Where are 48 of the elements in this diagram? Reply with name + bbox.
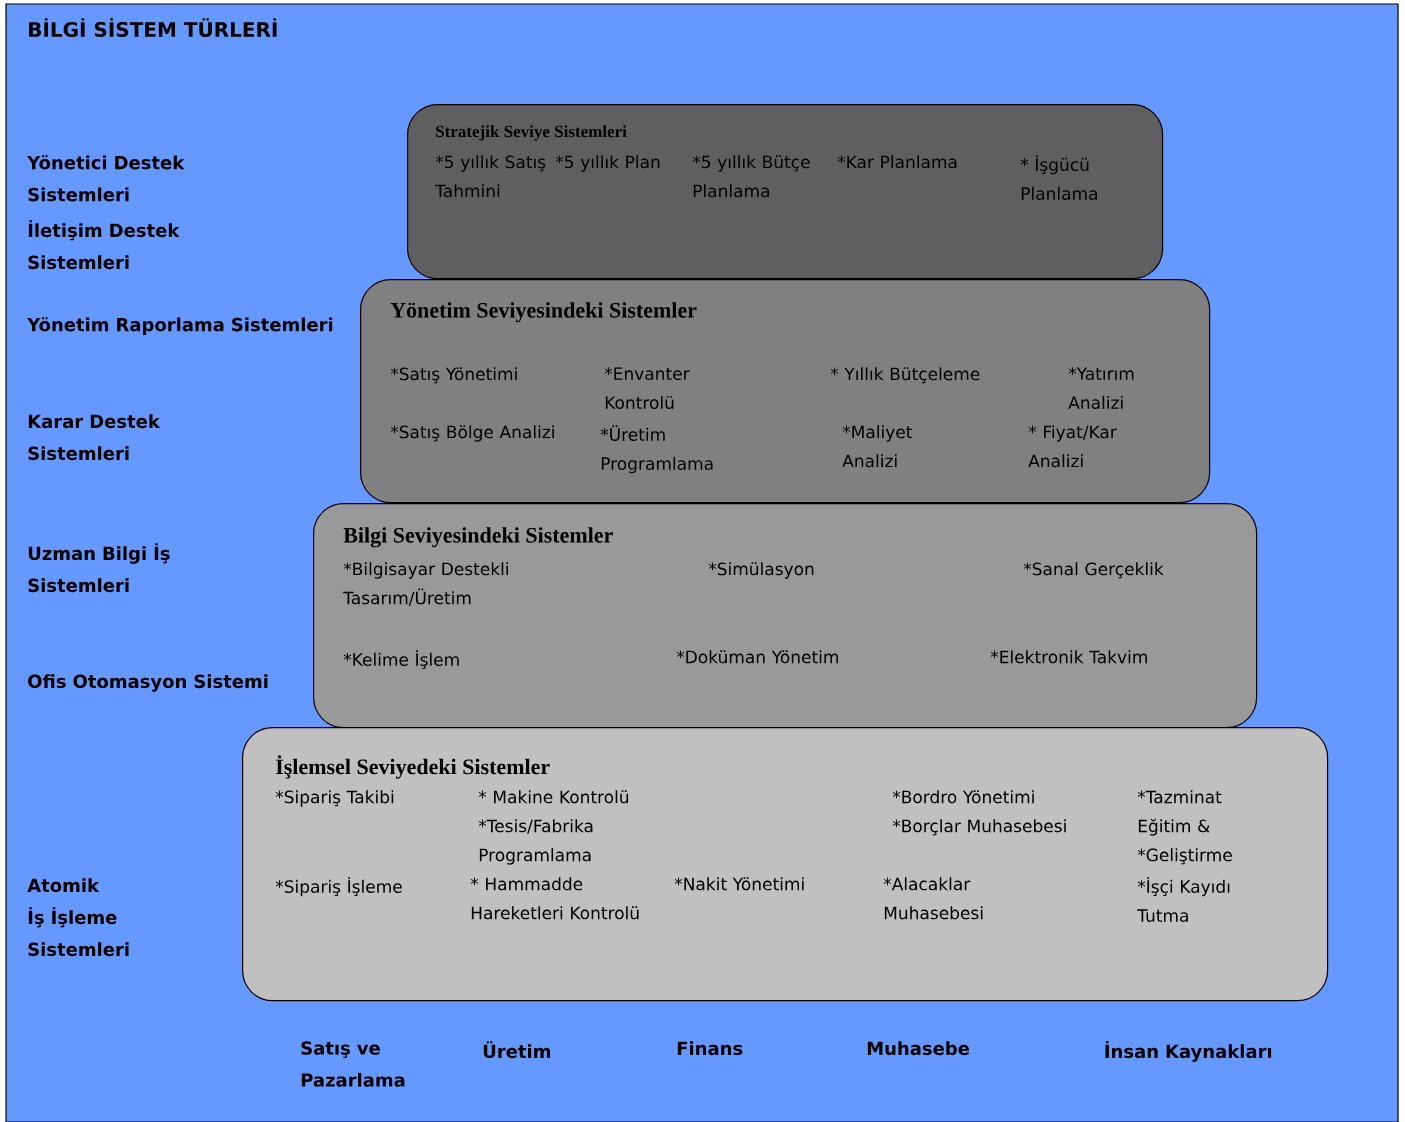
- system-item: * Yıllık Bütçeleme: [830, 367, 980, 384]
- category-label: İletişim Destek Sistemleri: [28, 220, 180, 270]
- system-item: *Doküman Yönetim: [676, 650, 838, 664]
- system-item: *Borçlar Muhasebesi: [892, 819, 1066, 836]
- system-item: *İşçi Kayıdı Tutma: [1137, 877, 1230, 922]
- level-heading: Stratejik Seviye Sistemleri: [436, 125, 627, 141]
- system-item: *Simülasyon: [708, 562, 814, 579]
- category-label: Ofis Otomasyon Sistemi: [28, 674, 268, 692]
- category-label: İnsan Kaynakları: [1105, 1041, 1272, 1062]
- system-item: *Satış Yönetimi: [390, 367, 517, 384]
- system-item: *Alacaklar Muhasebesi: [883, 877, 983, 920]
- system-item: *Yatırım Analizi: [1068, 367, 1134, 410]
- system-item: *5 yıllık Bütçe Planlama: [692, 155, 810, 198]
- category-label: Atomik İş İşleme Sistemleri: [27, 878, 129, 957]
- system-item: * Hammadde Hareketleri Kontrolü: [470, 877, 639, 920]
- category-label: Yönetici Destek Sistemleri: [27, 155, 185, 202]
- system-item: * Fiyat/Kar Analizi: [1028, 425, 1117, 468]
- system-item: *Tesis/Fabrika Programlama: [478, 819, 593, 865]
- category-label: Karar Destek Sistemleri: [28, 414, 161, 461]
- system-item: *Maliyet Analizi: [842, 425, 913, 468]
- system-item: *Sanal Gerçeklik: [1023, 562, 1164, 579]
- title: BİLGİ SİSTEM TÜRLERİ: [29, 18, 277, 38]
- category-label: Uzman Bilgi İş Sistemleri: [28, 543, 170, 593]
- category-label: Üretim: [483, 1041, 550, 1059]
- system-item: *Satış Bölge Analizi: [390, 425, 554, 442]
- level-heading: İşlemsel Seviyedeki Sistemler: [275, 755, 550, 779]
- system-item: *Nakit Yönetimi: [674, 877, 804, 891]
- system-item: *Sipariş İşleme: [275, 877, 402, 897]
- system-item: *Geliştirme: [1137, 848, 1232, 865]
- category-label: Muhasebe: [867, 1041, 970, 1056]
- system-item: * Makine Kontrolü: [478, 790, 629, 804]
- system-item: *Sipariş Takibi: [275, 790, 394, 807]
- system-item: *Envanter Kontrolü: [604, 367, 690, 410]
- system-item: *5 yıllık Satış Tahmini: [435, 155, 546, 198]
- system-item: *Elektronik Takvim: [990, 650, 1147, 664]
- system-item: *Üretim Programlama: [600, 425, 713, 474]
- level-heading: Yönetim Seviyesindeki Sistemler: [390, 302, 697, 323]
- system-item: * İşgücü Planlama: [1020, 155, 1097, 200]
- system-item: *5 yıllık Plan: [555, 155, 660, 172]
- system-item: *Kar Planlama: [837, 155, 957, 169]
- category-label: Finans: [677, 1041, 743, 1056]
- system-item: *Bilgisayar Destekli Tasarım/Üretim: [343, 562, 508, 606]
- system-item: *Tazminat Eğitim &: [1137, 790, 1222, 836]
- system-item: *Bordro Yönetimi: [892, 790, 1034, 804]
- level-heading: Bilgi Seviyesindeki Sistemler: [343, 527, 613, 548]
- system-item: *Kelime İşlem: [343, 650, 459, 670]
- category-label: Satış ve Pazarlama: [301, 1041, 405, 1087]
- category-label: Yönetim Raporlama Sistemleri: [27, 317, 333, 335]
